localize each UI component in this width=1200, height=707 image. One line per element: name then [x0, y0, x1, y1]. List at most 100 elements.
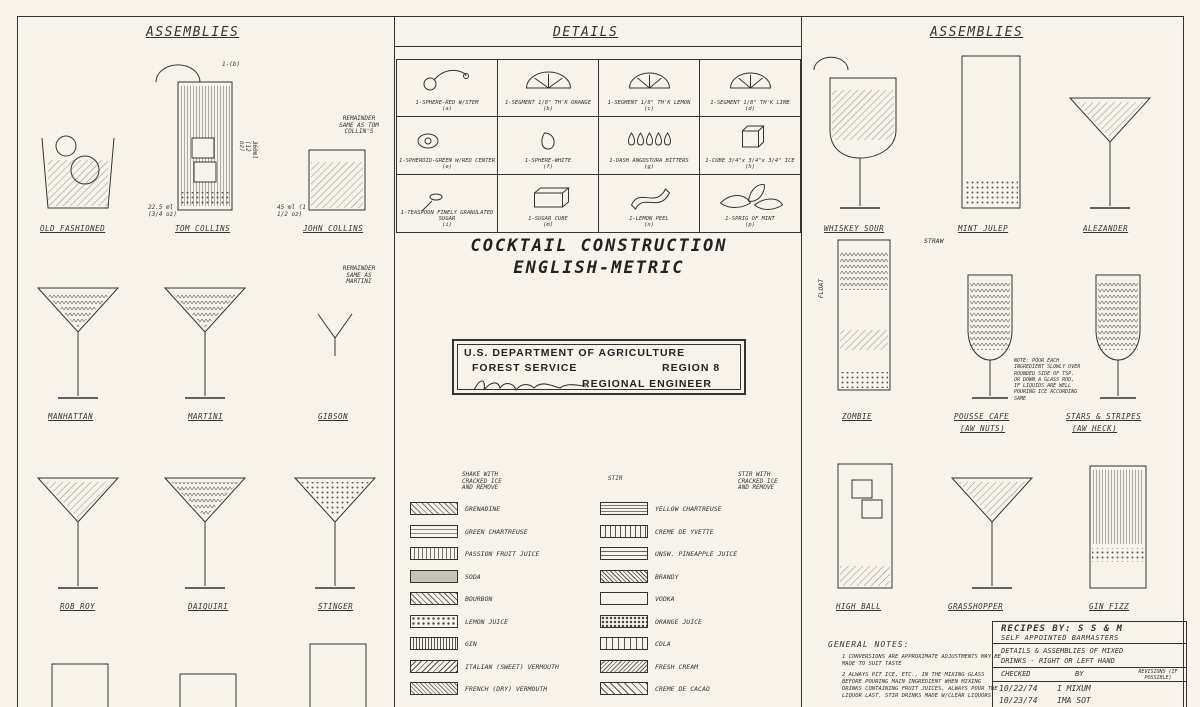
stamp-line-2b: REGION 8 — [662, 362, 721, 374]
detail-icon — [742, 125, 765, 148]
drink-label: GRASSHOPPER — [948, 602, 1004, 611]
legend-row: FRESH CREAM — [600, 659, 780, 674]
drink-label: JOHN COLLINS — [303, 224, 364, 233]
legend-label: SODA — [465, 572, 481, 581]
drink-label: ALEZANDER — [1083, 224, 1129, 233]
drink-label: OLD FASHIONED — [40, 224, 106, 233]
legend-swatch — [600, 682, 648, 695]
detail-caption: 1-SPHEROID-GREEN W/RED CENTER(e) — [397, 158, 497, 170]
detail-label: 1-DASH ANGOSTURA BITTERS — [609, 157, 689, 164]
legend-label: GIN — [465, 640, 477, 648]
legend-row: PASSION FRUIT JUICE — [410, 547, 590, 561]
drink-label: GIBSON — [318, 412, 349, 421]
stamp-line-1: U.S. DEPARTMENT OF AGRICULTURE — [464, 347, 686, 359]
detail-cell: 1-SUGAR CUBE(m) — [498, 175, 599, 233]
legend-row: GREEN CHARTREUSE — [410, 524, 590, 539]
detail-cell: 1-SPRIG OF MINT(p) — [700, 175, 801, 233]
legend-label: GRENADINE — [465, 505, 501, 513]
detail-icon — [541, 132, 555, 150]
detail-caption: 1-SPHERE-WHITE(f) — [498, 158, 598, 170]
drink-label: MANHATTAN — [48, 412, 94, 421]
detail-label: 1-SEGMENT 1/8" TH'K LIME — [710, 99, 790, 106]
straw-label: STRAW — [924, 237, 944, 245]
detail-caption: 1-DASH ANGOSTURA BITTERS(g) — [599, 158, 699, 170]
tb-revisions: REVISIONS (IF POSSIBLE) — [1138, 669, 1178, 681]
detail-cell: 1-SEGMENT 1/8" TH'K ORANGE(b) — [498, 59, 599, 117]
detail-caption: 1-CUBE 3/4"x 3/4"x 3/4" ICE(h) — [700, 158, 800, 170]
tb-row-1 — [993, 622, 1186, 644]
drawing-title-line2: ENGLISH-METRIC — [513, 258, 685, 278]
legend-swatch — [410, 502, 458, 515]
legend-label: ORANGE JUICE — [655, 617, 702, 626]
legend-label: FRESH CREAM — [655, 662, 699, 671]
drink-label: STINGER — [318, 602, 354, 611]
detail-code: (b) — [543, 105, 553, 112]
legend-swatch — [600, 614, 648, 628]
tb-row-2 — [993, 644, 1186, 668]
legend-swatch — [410, 682, 458, 695]
detail-caption: 1-SEGMENT 1/8" TH'K LEMON(c) — [599, 100, 699, 112]
tb-drinks: DRINKS - RIGHT OR LEFT HAND — [1001, 657, 1115, 665]
detail-cell: 1-CUBE 3/4"x 3/4"x 3/4" ICE(h) — [700, 117, 801, 175]
tb-recipes: RECIPES BY: S S & M — [1001, 624, 1123, 634]
stamp-line-3: REGIONAL ENGINEER — [582, 378, 712, 390]
drink-label: ROB ROY — [60, 602, 96, 611]
legend-swatch — [600, 547, 648, 560]
top-border — [17, 16, 1183, 17]
signature-scribble — [473, 380, 587, 392]
drink-sublabel: (AW HECK) — [1072, 424, 1118, 433]
tb-name-2: IMA SOT — [1057, 696, 1091, 705]
legend-label: COLA — [655, 640, 671, 648]
detail-code: (p) — [745, 221, 755, 228]
tb-by: BY — [1075, 670, 1084, 678]
detail-label: 1-LEMON PEEL — [629, 215, 669, 222]
detail-caption: 1-SUGAR CUBE(m) — [498, 216, 598, 228]
note-john-collins-45ml: 45 ml (1 1/2 oz) — [277, 204, 306, 218]
right-border — [1183, 16, 1184, 707]
detail-icon — [630, 188, 671, 210]
method-label: STIR — [608, 475, 623, 482]
tb-details: DETAILS & ASSEMBLIES OF MIXED — [1001, 647, 1124, 655]
drink-label: TOM COLLINS — [175, 224, 231, 233]
detail-code: (m) — [543, 221, 553, 228]
header-assemblies-left: ASSEMBLIES — [146, 25, 240, 40]
header-rule-center — [394, 46, 801, 47]
detail-label: 1-SUGAR CUBE — [528, 215, 568, 222]
general-note-1: 1 CONVERSIONS ARE APPROXIMATE ADJUSTMENT… — [842, 654, 1001, 667]
legend-row: BRANDY — [600, 569, 780, 584]
drink-label: DAIQUIRI — [188, 602, 229, 611]
float-label: FLOAT — [817, 278, 826, 299]
detail-icon — [423, 70, 469, 91]
drink-sublabel: (AW NUTS) — [960, 424, 1006, 433]
note-tom-collins-garnish: 1-(b) — [222, 61, 241, 68]
detail-label: 1-SPHERE-WHITE — [524, 157, 572, 164]
detail-icon — [525, 71, 572, 89]
legend-swatch — [410, 547, 458, 560]
legend-label: BOURBON — [465, 595, 493, 603]
legend-row: ITALIAN (SWEET) VERMOUTH — [410, 659, 590, 674]
legend-row: UNSW. PINEAPPLE JUICE — [600, 547, 780, 561]
legend-swatch — [410, 637, 458, 650]
legend-swatch — [410, 614, 458, 628]
legend-swatch — [600, 659, 648, 673]
legend-swatch — [410, 524, 458, 538]
title-block: RECIPES BY: S S & M SELF APPOINTED BARMA… — [992, 621, 1187, 707]
detail-cell: 1-SPHERE-WHITE(f) — [498, 117, 599, 175]
drink-label: WHISKEY SOUR — [824, 224, 885, 233]
detail-label: 1-SPRIG OF MINT — [725, 215, 775, 222]
detail-caption: 1-SEGMENT 1/8" TH'K LIME(d) — [700, 100, 800, 112]
detail-label: 1-SEGMENT 1/8" TH'K LEMON — [607, 99, 691, 106]
detail-caption: 1-LEMON PEEL(n) — [599, 216, 699, 228]
legend-label: ITALIAN (SWEET) VERMOUTH — [465, 662, 559, 671]
detail-cell: 1-SEGMENT 1/8" TH'K LIME(d) — [700, 59, 801, 117]
detail-code: (g) — [644, 163, 654, 170]
legend-row: GIN — [410, 637, 590, 651]
detail-icon — [628, 72, 671, 89]
legend-row: COLA — [600, 637, 780, 651]
legend-swatch — [410, 659, 458, 673]
detail-icon — [534, 187, 570, 208]
detail-cell: 1-SEGMENT 1/8" TH'K LEMON(c) — [599, 59, 700, 117]
drink-label: MINT JULEP — [958, 224, 1009, 233]
detail-icon — [628, 132, 671, 146]
detail-cell: 1-SPHERE-RED W/STEM(a) — [396, 59, 498, 117]
